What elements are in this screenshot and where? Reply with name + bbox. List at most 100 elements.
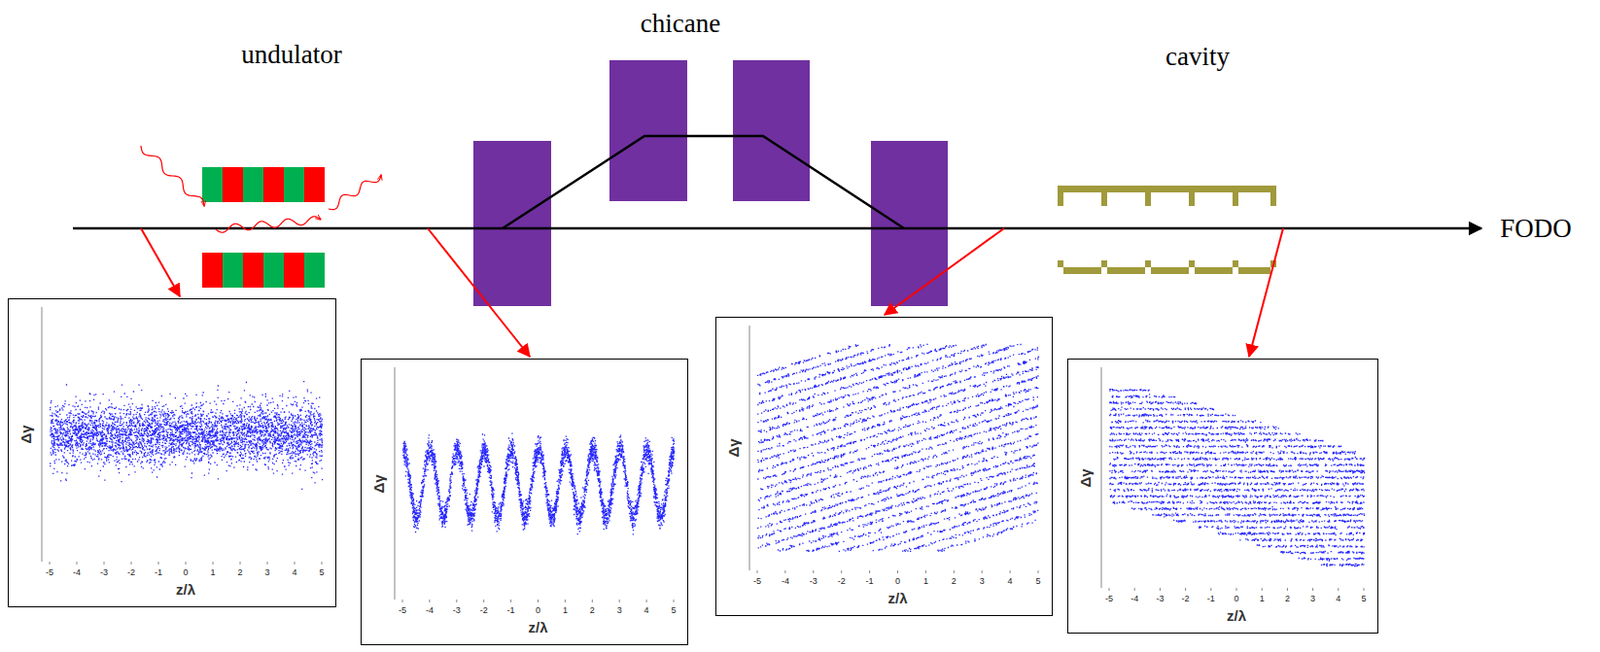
tick-label: 5 (318, 567, 324, 578)
axis-tick (1134, 588, 1136, 592)
axis-tick (158, 561, 160, 565)
tick-label: -3 (452, 605, 461, 616)
undulator-magnet (283, 252, 305, 288)
tick-label: 2 (951, 576, 957, 587)
tick-label: 5 (1360, 593, 1366, 604)
axis-tick (267, 561, 269, 565)
dipole-magnet (870, 140, 948, 307)
radiation-wave (328, 174, 382, 210)
axis-tick (1261, 588, 1263, 592)
axis-tick (953, 570, 955, 574)
leader-arrow (140, 228, 180, 297)
axis-tick (1159, 588, 1161, 592)
undulator-magnet (304, 167, 325, 203)
tick-label: -1 (507, 605, 516, 616)
particle-dots (402, 433, 675, 535)
leader-arrow (427, 228, 530, 357)
axis-tick (294, 561, 296, 565)
axis-line (749, 325, 751, 571)
beam-line (72, 227, 1482, 231)
y-axis-label: Δγ (370, 474, 387, 493)
tick-label: -4 (72, 567, 81, 578)
tick-label: -3 (1155, 593, 1164, 604)
tick-label: 5 (670, 605, 676, 616)
undulator-magnet (304, 252, 325, 288)
leader-arrow (1249, 228, 1284, 357)
phase-space-plot: Δγ-5-4-3-2-1012345z/λ (7, 298, 337, 608)
tick-label: 1 (209, 567, 215, 578)
leader-arrow (884, 228, 1005, 315)
component-label: FODO (1499, 213, 1572, 244)
tick-label: 0 (1233, 593, 1239, 604)
phase-space-plot: Δγ-5-4-3-2-1012345z/λ (1067, 358, 1379, 634)
tick-label: 4 (1008, 576, 1013, 587)
axis-tick (619, 599, 621, 603)
x-axis-label: z/λ (887, 590, 907, 607)
undulator-magnet (243, 167, 264, 203)
tick-label: 2 (1285, 593, 1290, 604)
scatter-plot (361, 359, 690, 647)
x-axis-label: z/λ (527, 619, 548, 636)
axis-tick (1312, 588, 1314, 592)
tick-label: -2 (127, 567, 136, 578)
tick-label: 0 (182, 567, 188, 578)
axis-tick (49, 561, 51, 565)
undulator-magnet (283, 167, 305, 203)
radiation-wave (215, 216, 321, 234)
particle-dots (49, 382, 323, 490)
undulator-magnet (243, 252, 264, 288)
tick-label: -2 (837, 576, 846, 587)
tick-label: -3 (809, 576, 818, 587)
particle-dots (1109, 389, 1365, 567)
tick-label: 5 (1035, 576, 1041, 587)
tick-label: 1 (562, 605, 568, 616)
scatter-plot (1068, 359, 1380, 635)
tick-label: -1 (154, 567, 163, 578)
axis-tick (673, 599, 675, 603)
tick-label: 3 (264, 567, 270, 578)
tick-label: 2 (237, 567, 243, 578)
y-axis-label: Δγ (17, 424, 35, 444)
axis-tick (1286, 588, 1288, 592)
axis-line (41, 307, 43, 562)
axis-tick (76, 561, 78, 565)
dipole-magnet (473, 140, 552, 307)
tick-label: -1 (1207, 593, 1216, 604)
axis-tick (455, 599, 457, 603)
axis-tick (757, 570, 759, 574)
axis-line (394, 367, 396, 600)
axis-tick (784, 570, 786, 574)
undulator-magnet (202, 252, 223, 288)
phase-space-plot: Δγ-5-4-3-2-1012345z/λ (715, 316, 1053, 617)
tick-label: -2 (480, 605, 488, 616)
radiation-wave (140, 145, 205, 207)
tick-label: 1 (923, 576, 929, 587)
tick-label: -5 (45, 567, 54, 578)
tick-label: -3 (100, 567, 108, 578)
axis-tick (646, 599, 648, 603)
axis-line (1101, 367, 1103, 589)
axis-tick (104, 561, 105, 565)
undulator-magnet (263, 167, 284, 203)
axis-tick (1038, 570, 1040, 574)
tick-label: 4 (644, 605, 650, 616)
axis-tick (1210, 588, 1212, 592)
axis-tick (402, 599, 404, 603)
tick-label: 2 (590, 605, 595, 616)
chicane-trajectory (502, 136, 905, 229)
tick-label: -4 (425, 605, 434, 616)
axis-tick (1337, 588, 1339, 592)
axis-tick (483, 599, 485, 603)
x-axis-label: z/λ (175, 581, 196, 598)
rf-cavity (1057, 185, 1277, 207)
axis-tick (897, 570, 899, 574)
undulator-magnet (202, 167, 223, 203)
axis-tick (185, 561, 187, 565)
axis-tick (131, 561, 133, 565)
axis-tick (564, 599, 566, 603)
component-label: cavity (1165, 41, 1230, 72)
tick-label: -2 (1182, 593, 1190, 604)
axis-tick (1109, 588, 1111, 592)
axis-tick (1009, 570, 1011, 574)
particle-dots (757, 344, 1040, 552)
